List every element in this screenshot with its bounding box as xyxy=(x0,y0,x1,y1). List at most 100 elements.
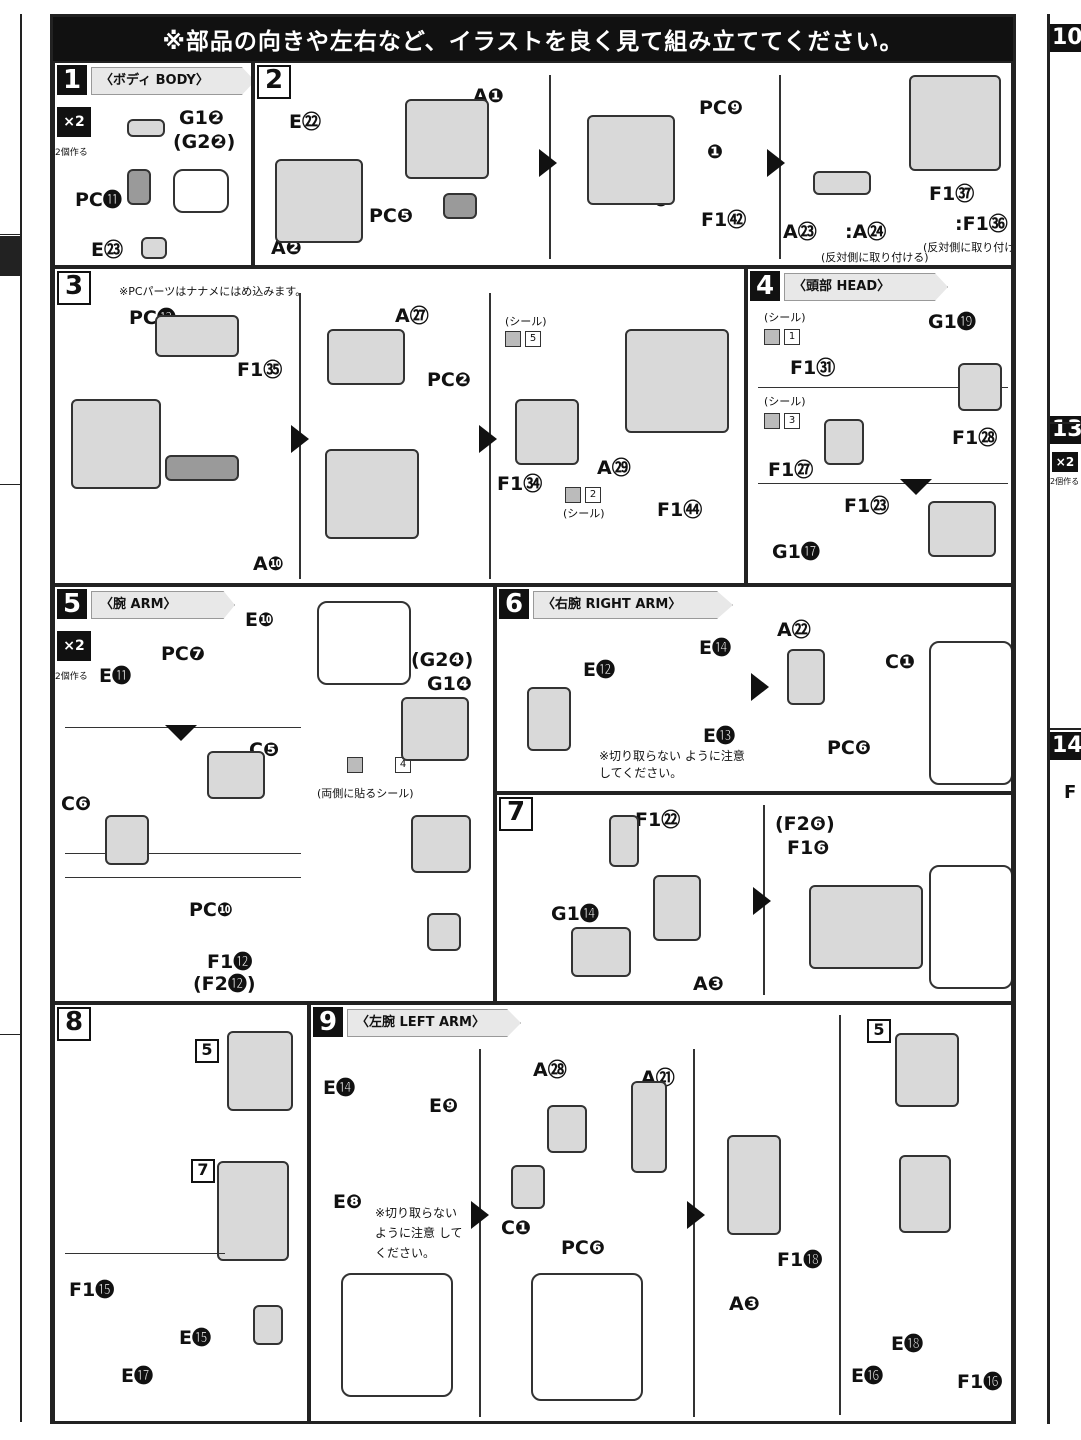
part-label: F1❻ xyxy=(787,837,830,859)
part-label: F1㉟ xyxy=(237,359,283,381)
step-number: 3 xyxy=(57,271,91,305)
part-label: PC❺ xyxy=(369,205,413,227)
part-drawing xyxy=(631,1081,667,1173)
part-drawing xyxy=(958,363,1002,411)
left-page-edge xyxy=(0,14,22,1422)
step-number: 8 xyxy=(57,1007,91,1041)
step-number: 7 xyxy=(499,797,533,831)
step-title: 〈左腕 LEFT ARM〉 xyxy=(347,1009,521,1037)
sticker-note: (両側に貼るシール) xyxy=(317,787,414,800)
note: ※切り取らない ように注意 してください。 xyxy=(375,1206,463,1260)
part-label: E❾ xyxy=(429,1095,459,1117)
part-label: G1⓱ xyxy=(772,541,820,563)
step-number: 5 xyxy=(57,589,87,619)
part-label: G1⓳ xyxy=(928,311,976,333)
detail-inset xyxy=(929,641,1011,785)
detail-inset xyxy=(929,865,1011,989)
part-label: A❸ xyxy=(729,1293,760,1315)
detail-inset xyxy=(341,1273,453,1397)
part-label: :F1㊱ xyxy=(955,213,1008,235)
divider xyxy=(1050,728,1081,730)
multiplier-note: 2個作る xyxy=(55,672,88,682)
detail-inset xyxy=(173,169,229,213)
step-marker: ❶ xyxy=(707,141,724,163)
part-drawing xyxy=(217,1161,289,1261)
part-label: A㉗ xyxy=(395,305,429,327)
part-drawing xyxy=(405,99,489,179)
divider xyxy=(65,877,301,878)
part-drawing xyxy=(327,329,405,385)
part-label: E⓫ xyxy=(99,665,131,687)
sticker-number: 2 xyxy=(585,487,601,503)
step-number: 6 xyxy=(499,589,529,619)
part-drawing xyxy=(427,913,461,951)
sticker-icon xyxy=(347,757,363,773)
part-label: F1㉞ xyxy=(497,473,543,495)
part-label: A㉒ xyxy=(777,619,811,641)
sticker-icon xyxy=(565,487,581,503)
divider xyxy=(839,1015,841,1415)
part-drawing xyxy=(813,171,871,195)
step-6-panel: 6 〈右腕 RIGHT ARM〉 E⓬ E⓮ E⓭ A㉒ C❶ PC❻ ※切り取… xyxy=(495,585,1013,793)
part-label: PC❼ xyxy=(161,643,205,665)
note: (反対側に取り付ける) xyxy=(923,241,1011,254)
divider xyxy=(1050,422,1081,424)
arrow-down-icon xyxy=(900,479,932,495)
step-number: 9 xyxy=(313,1007,343,1037)
step-5-panel: 5 〈腕 ARM〉 ×2 2個作る E❿ PC❼ E⓫ C❺ C❻ (G2❹) … xyxy=(53,585,495,1003)
step-title: 〈頭部 HEAD〉 xyxy=(784,273,948,301)
sticker-icon xyxy=(764,329,780,345)
arrow-right-icon xyxy=(471,1201,489,1229)
arrow-right-icon xyxy=(751,673,769,701)
step-title: 〈右腕 RIGHT ARM〉 xyxy=(533,591,733,619)
part-drawing xyxy=(253,1305,283,1345)
part-drawing xyxy=(401,697,469,761)
note: ※PCパーツはナナメにはめ込みます。 xyxy=(119,285,307,298)
step-number: 1 xyxy=(57,65,87,95)
sticker-number: 5 xyxy=(525,331,541,347)
multiplier-badge: ×2 xyxy=(57,107,91,137)
part-label: F1⓬ xyxy=(207,951,253,973)
step-1-panel: 1 〈ボディ BODY〉 ×2 2個作る G1❷ (G2❷) PC⓫ E㉓ xyxy=(53,61,253,267)
part-label: A❿ xyxy=(253,553,284,575)
part-label: F1⓯ xyxy=(69,1279,115,1301)
sticker-label: (シール) xyxy=(505,315,547,328)
step-number-cut: 14 xyxy=(1050,732,1081,760)
part-label: E㉓ xyxy=(91,239,123,261)
part-label: (F2❻) xyxy=(775,813,835,835)
note: (反対側に取り付ける) xyxy=(821,251,929,264)
divider xyxy=(758,387,1008,388)
part-drawing xyxy=(71,399,161,489)
sticker-number: 3 xyxy=(784,413,800,429)
part-label: PC❿ xyxy=(189,899,233,921)
part-label: E㉒ xyxy=(289,111,321,133)
sticker-label: (シール) xyxy=(764,311,806,324)
divider xyxy=(479,1049,481,1417)
part-drawing xyxy=(809,885,923,969)
part-drawing xyxy=(275,159,363,243)
part-label: PC❻ xyxy=(561,1237,605,1259)
part-drawing xyxy=(653,875,701,941)
part-label: PC❻ xyxy=(827,737,871,759)
arrow-right-icon xyxy=(753,887,771,915)
part-label-cut: F xyxy=(1064,782,1077,803)
divider xyxy=(693,1049,695,1417)
part-drawing xyxy=(899,1155,951,1233)
step-8-panel: 8 5 7 F1⓯ E⓯ E⓱ xyxy=(53,1003,309,1423)
part-label: E⓱ xyxy=(121,1365,153,1387)
part-drawing xyxy=(824,419,864,465)
part-label: PC⓫ xyxy=(75,189,122,211)
part-drawing xyxy=(515,399,579,465)
part-label: C❶ xyxy=(501,1217,532,1239)
part-label: (G2❹) xyxy=(411,649,474,671)
part-label: F1⓲ xyxy=(777,1249,823,1271)
part-label: F1㉗ xyxy=(768,459,814,481)
sticker-label: (シール) xyxy=(764,395,806,408)
part-label: F1㉘ xyxy=(952,427,998,449)
multiplier-badge-cut: ×2 xyxy=(1052,452,1078,472)
divider xyxy=(65,1253,225,1254)
part-drawing xyxy=(571,927,631,977)
part-label: F1㊹ xyxy=(657,499,703,521)
part-label: E⓮ xyxy=(323,1077,355,1099)
arrow-down-icon xyxy=(165,725,197,741)
